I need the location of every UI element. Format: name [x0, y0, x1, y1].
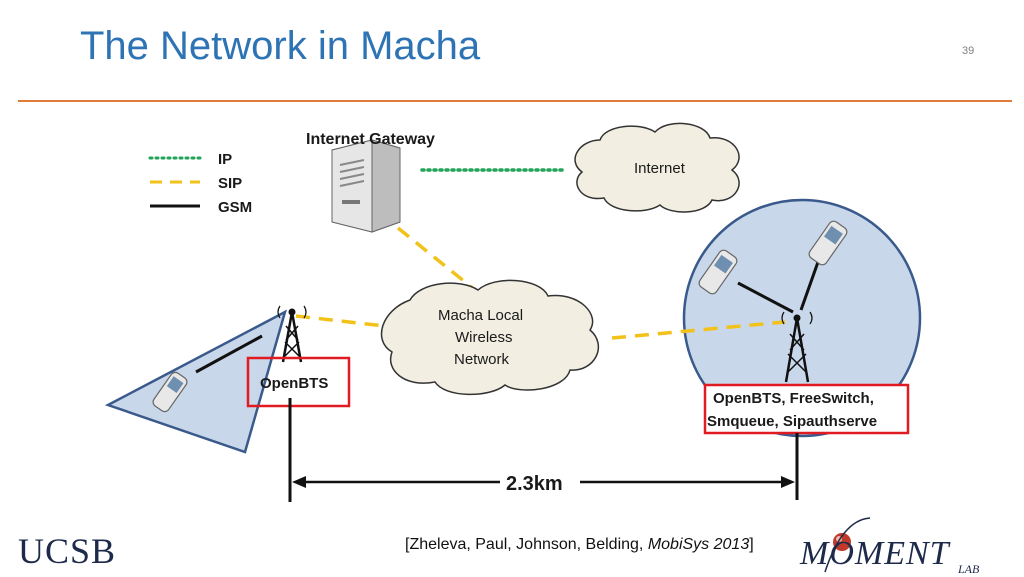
- citation-venue: MobiSys 2013: [647, 536, 750, 553]
- citation: [Zheleva, Paul, Johnson, Belding, MobiSy…: [405, 536, 754, 554]
- ucsb-logo: UCSB: [18, 531, 117, 571]
- right-site-label-line1: OpenBTS, FreeSwitch,: [713, 390, 874, 407]
- sip-link-right: [611, 320, 786, 340]
- distance-marker: [288, 398, 799, 502]
- internet-label: Internet: [634, 160, 686, 177]
- left-site-label: OpenBTS: [260, 375, 328, 392]
- moment-logo-mark: [824, 517, 871, 573]
- title-divider: [18, 100, 1012, 102]
- local-network-line2: Wireless: [455, 329, 513, 346]
- citation-end: ]: [749, 536, 754, 553]
- phone-icon: [808, 220, 848, 266]
- gsm-link-right-1: [737, 281, 794, 314]
- citation-authors: [Zheleva, Paul, Johnson, Belding,: [405, 536, 648, 553]
- page-number: 39: [962, 45, 975, 57]
- gsm-link-right-2: [799, 261, 820, 311]
- right-site-highlight: [703, 383, 910, 435]
- sip-link-left: [295, 314, 386, 328]
- legend-gsm-label: GSM: [218, 199, 252, 216]
- sip-link-gateway: [396, 226, 477, 292]
- server-icon: [331, 139, 401, 233]
- right-tower-icon: [781, 311, 813, 383]
- moment-logo: MOMENT: [800, 535, 950, 572]
- moment-lab-logo: LAB: [958, 562, 980, 576]
- legend-sip-label: SIP: [218, 175, 242, 192]
- gateway-label: Internet Gateway: [306, 131, 435, 148]
- slide-title: The Network in Macha: [80, 24, 481, 68]
- left-coverage-area: [104, 309, 288, 454]
- local-network-line1: Macha Local: [438, 307, 523, 324]
- phone-icon: [698, 249, 738, 295]
- left-site-highlight: [246, 356, 351, 408]
- internet-cloud: [574, 122, 740, 213]
- left-tower-icon: [277, 305, 307, 363]
- legend-ip-label: IP: [218, 151, 232, 168]
- right-coverage-area: [682, 198, 922, 438]
- local-network-line3: Network: [454, 351, 510, 368]
- right-site-label-line2: Smqueue, Sipauthserve: [707, 413, 877, 430]
- phone-icon: [152, 371, 188, 413]
- gsm-link-left: [195, 334, 263, 374]
- distance-label: 2.3km: [506, 473, 563, 495]
- local-network-cloud: [380, 279, 600, 396]
- legend: IP SIP GSM: [148, 151, 252, 216]
